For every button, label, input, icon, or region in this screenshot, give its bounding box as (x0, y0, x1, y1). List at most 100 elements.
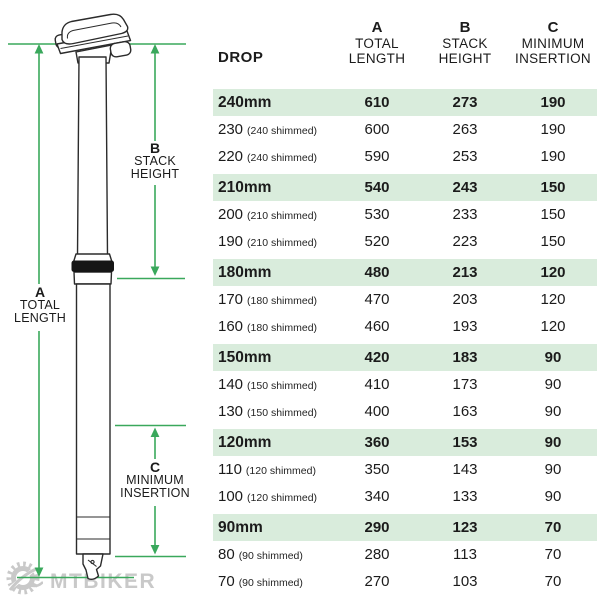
total-length-cell: 350 (364, 461, 390, 478)
stack-height-cell: 113 (453, 546, 477, 563)
shim-note: (120 shimmed) (247, 492, 318, 504)
drop-group-120: 120mm 360 153 90 110(120 shimmed) 350 14… (213, 429, 597, 510)
table-row-shimmed: 140(150 shimmed) 410 173 90 (213, 371, 597, 398)
stack-height-cell: 133 (452, 488, 478, 505)
total-length-cell: 600 (364, 121, 390, 138)
total-length-cell: 340 (364, 488, 390, 505)
drop-size-cell: 120mm (218, 433, 272, 451)
table-row-shimmed: 190(210 shimmed) 520 223 150 (213, 228, 597, 255)
stack-height-cell: 163 (452, 403, 478, 420)
drop-size: 80 (218, 546, 235, 563)
dim-letter-a: A (34, 284, 46, 300)
table-row-shimmed: 220(240 shimmed) 590 253 190 (213, 143, 597, 170)
header-min-insertion: C MINIMUM INSERTION (509, 20, 597, 67)
min-insertion-cell: 150 (540, 206, 566, 223)
table-header: DROP A TOTAL LENGTH B STACK HEIGHT C MIN… (213, 19, 597, 67)
stack-height-cell: 263 (452, 121, 478, 138)
drop-size-cell: 90mm (218, 518, 263, 536)
drop-size-cell: 140(150 shimmed) (213, 376, 333, 393)
stack-height-cell: 173 (452, 376, 478, 393)
watermark-text: MTBIKER (50, 570, 157, 593)
header-word: HEIGHT (438, 51, 492, 66)
shim-note: (90 shimmed) (238, 550, 303, 562)
table-row-main: 90mm 290 123 70 (213, 514, 597, 541)
drop-group-210: 210mm 540 243 150 200(210 shimmed) 530 2… (213, 174, 597, 255)
collar-lower (73, 271, 113, 285)
min-insertion-cell: 120 (540, 318, 566, 335)
drop-group-240: 240mm 610 273 190 230(240 shimmed) 600 2… (213, 89, 597, 170)
seatpost-diagram: MTBIKER (0, 0, 212, 600)
total-length-cell: 530 (364, 206, 390, 223)
min-insertion-cell: 70 (544, 519, 562, 536)
upper-tube (76, 56, 109, 257)
min-insertion-cell: 190 (540, 94, 566, 111)
drop-size-cell: 230(240 shimmed) (213, 121, 333, 138)
drop-group-90: 90mm 290 123 70 80(90 shimmed) 280 113 7… (213, 514, 597, 595)
min-insertion-cell: 190 (540, 148, 566, 165)
header-word: TOTAL (355, 36, 399, 51)
drop-size: 160 (218, 318, 244, 335)
arrowheads (34, 44, 160, 577)
dim-letter-c: C (149, 459, 161, 475)
min-insertion-cell: 90 (544, 403, 562, 420)
drop-size-cell: 210mm (218, 178, 272, 196)
drop-size: 140 (218, 376, 244, 393)
dim-word: LENGTH (14, 311, 66, 325)
table-row-shimmed: 80(90 shimmed) 280 113 70 (213, 541, 597, 568)
stack-height-cell: 233 (452, 206, 478, 223)
table-row-shimmed: 130(150 shimmed) 400 163 90 (213, 398, 597, 425)
drop-size: 230 (218, 121, 244, 138)
spec-table: DROP A TOTAL LENGTH B STACK HEIGHT C MIN… (213, 20, 597, 599)
clamp-upper-plate (61, 13, 129, 45)
dim-word: TOTAL (19, 298, 61, 312)
min-insertion-cell: 150 (540, 233, 566, 250)
total-length-cell: 460 (364, 318, 390, 335)
min-insertion-cell: 90 (544, 461, 562, 478)
stack-height-cell: 103 (452, 573, 478, 590)
header-letter: A (371, 19, 383, 36)
table-row-shimmed: 200(210 shimmed) 530 233 150 (213, 201, 597, 228)
stack-height-cell: 253 (452, 148, 478, 165)
shim-note: (120 shimmed) (245, 465, 316, 477)
total-length-cell: 480 (364, 264, 390, 281)
stack-height-cell: 203 (452, 291, 478, 308)
stack-height-cell: 193 (452, 318, 478, 335)
shim-note: (240 shimmed) (247, 152, 318, 164)
header-drop: DROP (218, 49, 264, 66)
dimension-label-c: C MINIMUM INSERTION (118, 460, 192, 500)
table-row-shimmed: 160(180 shimmed) 460 193 120 (213, 313, 597, 340)
drop-size: 200 (218, 206, 244, 223)
drop-size: 100 (218, 488, 244, 505)
shim-note: (150 shimmed) (247, 407, 318, 419)
min-insertion-cell: 90 (544, 349, 562, 366)
drop-size-cell: 110(120 shimmed) (213, 461, 333, 478)
dim-letter-b: B (149, 140, 161, 156)
drop-size-cell: 100(120 shimmed) (213, 488, 333, 505)
drop-size-cell: 70(90 shimmed) (213, 573, 333, 590)
table-row-main: 150mm 420 183 90 (213, 344, 597, 371)
header-stack-height: B STACK HEIGHT (421, 20, 509, 67)
table-row-shimmed: 170(180 shimmed) 470 203 120 (213, 286, 597, 313)
total-length-cell: 610 (364, 94, 390, 111)
stack-height-cell: 183 (452, 349, 478, 366)
table-row-main: 120mm 360 153 90 (213, 429, 597, 456)
post-body (72, 44, 113, 581)
stack-height-cell: 153 (452, 434, 478, 451)
total-length-cell: 360 (364, 434, 390, 451)
shim-note: (240 shimmed) (247, 125, 318, 137)
dimension-label-b: B STACK HEIGHT (121, 141, 189, 181)
clamp-bolt-right (109, 40, 132, 58)
drop-group-180: 180mm 480 213 120 170(180 shimmed) 470 2… (213, 259, 597, 340)
lower-tube (75, 283, 111, 555)
drop-size-cell: 180mm (218, 263, 272, 281)
total-length-cell: 470 (364, 291, 390, 308)
drop-size: 170 (218, 291, 244, 308)
stack-height-cell: 143 (452, 461, 478, 478)
min-insertion-cell: 120 (540, 264, 566, 281)
drop-size-cell: 220(240 shimmed) (213, 148, 333, 165)
header-word: INSERTION (515, 51, 591, 66)
total-length-cell: 400 (364, 403, 390, 420)
drop-size-cell: 240mm (218, 93, 272, 111)
table-row-shimmed: 100(120 shimmed) 340 133 90 (213, 483, 597, 510)
min-insertion-cell: 90 (544, 434, 562, 451)
